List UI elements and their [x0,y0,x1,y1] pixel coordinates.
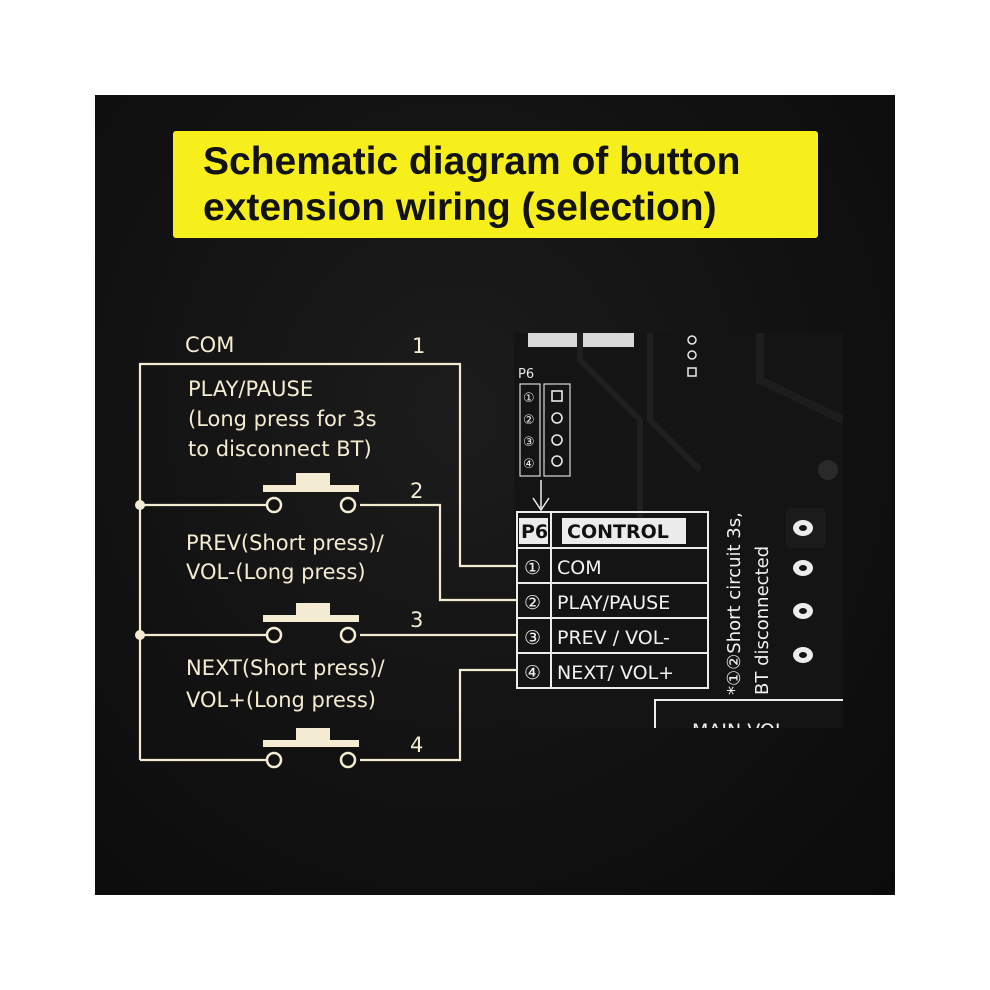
prev-vol-minus-button [263,603,359,644]
junction-dot-1 [135,500,145,510]
row-2-num: ② [524,592,541,614]
next-vol-plus-button [263,728,359,769]
p6-silk-numbers-box [519,383,541,477]
com-wire [138,362,517,760]
p6-silk-pin-1: ① [523,391,535,406]
prev-label-line-1: PREV(Short press)/ [186,531,385,555]
p6-header [543,383,571,477]
p6-silk-pin-2: ② [523,413,535,428]
title-line-2: extension wiring (selection) [203,185,717,229]
p6-silk-pin-4: ④ [523,457,535,472]
prev-label-line-2: VOL-(Long press) [186,560,366,584]
row-3-label: PREV / VOL- [557,627,670,649]
play-pause-button [263,473,359,514]
control-table: P6 CONTROL ① COM ② PLAY/PAUSE ③ PREV / V… [516,511,709,689]
next-wire [360,668,517,762]
title-line-1: Schematic diagram of button [203,139,741,183]
next-label-line-1: NEXT(Short press)/ [186,656,386,680]
pcb-board: MAIN VOL P6 ① ② ③ ④ P6 CONTROL ① [514,333,843,742]
main-vol-box [654,699,843,728]
table-title: CONTROL [567,521,669,543]
row-1-label: COM [557,557,602,579]
play-label-line-2: (Long press for 3s [188,407,377,431]
com-label: COM [185,333,234,357]
title-banner: Schematic diagram of button extension wi… [173,131,818,238]
diagram-title: Schematic diagram of button extension wi… [173,131,818,238]
row-3-num: ③ [524,627,541,649]
pin-2-label: 2 [410,479,423,503]
pin-1-label: 1 [412,334,425,358]
schematic [138,362,517,762]
pin-4-label: 4 [410,733,423,757]
play-wire [360,503,517,602]
side-note-line-1: *①②Short circuit 3s, [724,512,745,695]
table-port-label: P6 [521,521,548,543]
next-label-line-2: VOL+(Long press) [186,688,376,712]
row-4-num: ④ [524,662,541,684]
main-vol-label: MAIN VOL [692,720,786,742]
p6-silk-label: P6 [518,367,534,382]
play-label-line-1: PLAY/PAUSE [188,377,313,401]
row-4-label: NEXT/ VOL+ [557,662,674,684]
row-1-num: ① [524,557,541,579]
row-2-label: PLAY/PAUSE [557,592,670,614]
side-note-line-2: BT disconnected [752,546,773,695]
pin-3-label: 3 [410,608,423,632]
p6-pin-square [551,390,563,402]
play-label-line-3: to disconnect BT) [188,437,372,461]
junction-dot-2 [135,630,145,640]
arrow-icon [532,497,550,512]
p6-silk-pin-3: ③ [523,435,535,450]
